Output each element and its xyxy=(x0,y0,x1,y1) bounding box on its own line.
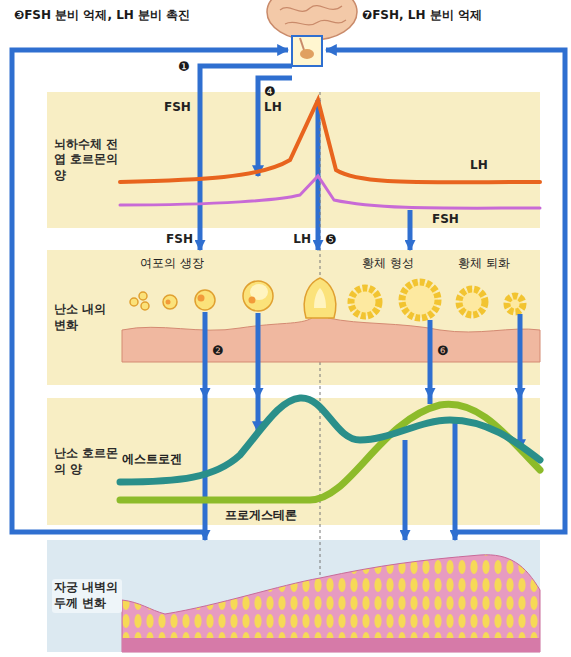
band-grounds-part xyxy=(47,250,540,385)
ovary-arrows-part xyxy=(203,398,208,525)
brain-pituitary-part xyxy=(285,20,346,25)
hormone-arrow xyxy=(316,228,321,250)
band-grounds xyxy=(47,92,540,652)
hormone-curves-pituitary xyxy=(120,100,540,208)
ovary-hormone-curves-part xyxy=(120,398,540,482)
hormone-arrow xyxy=(203,385,208,398)
hormone-arrow xyxy=(403,525,408,540)
callout-number: ❺ xyxy=(325,232,337,248)
uterine-lining xyxy=(122,555,540,652)
row-label: 난소 내의 변화 xyxy=(52,301,122,334)
feedback-note: ❼FSH, LH 분비 억제 xyxy=(362,8,482,22)
ovary-arrows-part xyxy=(518,314,523,385)
brain-pituitary xyxy=(267,0,357,66)
brain-pituitary-part xyxy=(300,49,314,59)
corpus-luteum xyxy=(351,282,523,318)
follicles-part xyxy=(195,290,215,310)
hormone-arrow xyxy=(518,385,523,398)
hormone-arrow xyxy=(203,525,208,540)
ovary-arrows xyxy=(205,312,520,525)
band-grounds-part xyxy=(47,398,540,525)
curve-label: FSH xyxy=(432,212,459,226)
uterine-lining-part xyxy=(122,638,540,652)
edge-label: FSH xyxy=(165,232,194,246)
ovary-arrows-part xyxy=(403,440,408,525)
follicles-part xyxy=(314,288,326,308)
hormone-label: FSH xyxy=(164,100,191,114)
row-label: 뇌하수체 전엽 호르몬의 양 xyxy=(52,136,122,185)
uterine-lining-part xyxy=(122,555,540,652)
feedback-loops-part xyxy=(12,50,288,532)
callout-number: ❹ xyxy=(264,84,276,100)
row-label: 자궁 내벽의 두께 변화 xyxy=(52,579,122,612)
follicles xyxy=(130,278,336,318)
edge-label: LH xyxy=(292,232,312,246)
follicles-part xyxy=(130,298,138,306)
curve-label: 에스트로겐 xyxy=(122,452,182,466)
callout-number: ❷ xyxy=(212,343,224,359)
ovary-arrows-part xyxy=(203,312,208,385)
follicles-part xyxy=(304,278,336,318)
row-band: 난소 호르몬의 양 xyxy=(47,398,540,525)
follicles-part xyxy=(166,300,171,305)
row-band: 난소 내의 변화 xyxy=(47,250,540,385)
band-grounds-part xyxy=(47,540,540,652)
follicles-part xyxy=(141,302,149,310)
follicles-part xyxy=(139,292,147,300)
brain-pituitary-part xyxy=(280,6,342,12)
corpus-luteum-part xyxy=(351,288,379,316)
pituitary-arrows-part xyxy=(408,210,413,228)
hormone-arrow xyxy=(256,385,261,398)
feedback-loops xyxy=(12,50,565,532)
row-label: 난소 호르몬의 양 xyxy=(52,445,122,478)
corpus-luteum-part xyxy=(402,282,438,318)
brain-pituitary-part xyxy=(292,36,322,66)
ovary-arrows-part xyxy=(256,313,261,385)
hormone-label: LH xyxy=(264,100,282,114)
brain-pituitary-part xyxy=(300,38,304,50)
curve-label: LH xyxy=(470,158,488,172)
hormone-arrow xyxy=(198,228,203,250)
hormone-arrow xyxy=(453,525,458,540)
follicles-part xyxy=(163,295,177,309)
ovary-arrows-part xyxy=(453,420,458,525)
hormone-arrow xyxy=(408,228,413,250)
stage-label: 황체 퇴화 xyxy=(458,256,510,270)
brain-pituitary-part xyxy=(267,0,357,40)
feedback-note: ❸FSH 분비 억제, LH 분비 촉진 xyxy=(14,8,190,22)
ovary-arrows-part xyxy=(428,398,433,404)
follicles-part xyxy=(198,295,205,302)
band-grounds-part xyxy=(47,92,540,228)
follicles-part xyxy=(249,297,256,304)
row-band: 자궁 내벽의 두께 변화 xyxy=(47,540,540,652)
row-band: 뇌하수체 전엽 호르몬의 양 xyxy=(47,92,540,228)
curve-label: 프로게스테론 xyxy=(225,508,297,522)
hormone-arrow xyxy=(428,385,433,398)
callout-number: ❻ xyxy=(437,343,449,359)
ovary-hormone-curves xyxy=(120,398,540,500)
hormone-curves-pituitary-part xyxy=(120,100,540,182)
stage-label: 황체 형성 xyxy=(362,256,414,270)
follicles-part xyxy=(243,281,273,311)
callout-number: ❶ xyxy=(178,59,190,75)
corpus-luteum-part xyxy=(507,296,523,312)
ovary-arrows-part xyxy=(428,320,433,385)
stage-label: 여포의 생장 xyxy=(140,256,204,270)
corpus-luteum-part xyxy=(459,289,485,315)
